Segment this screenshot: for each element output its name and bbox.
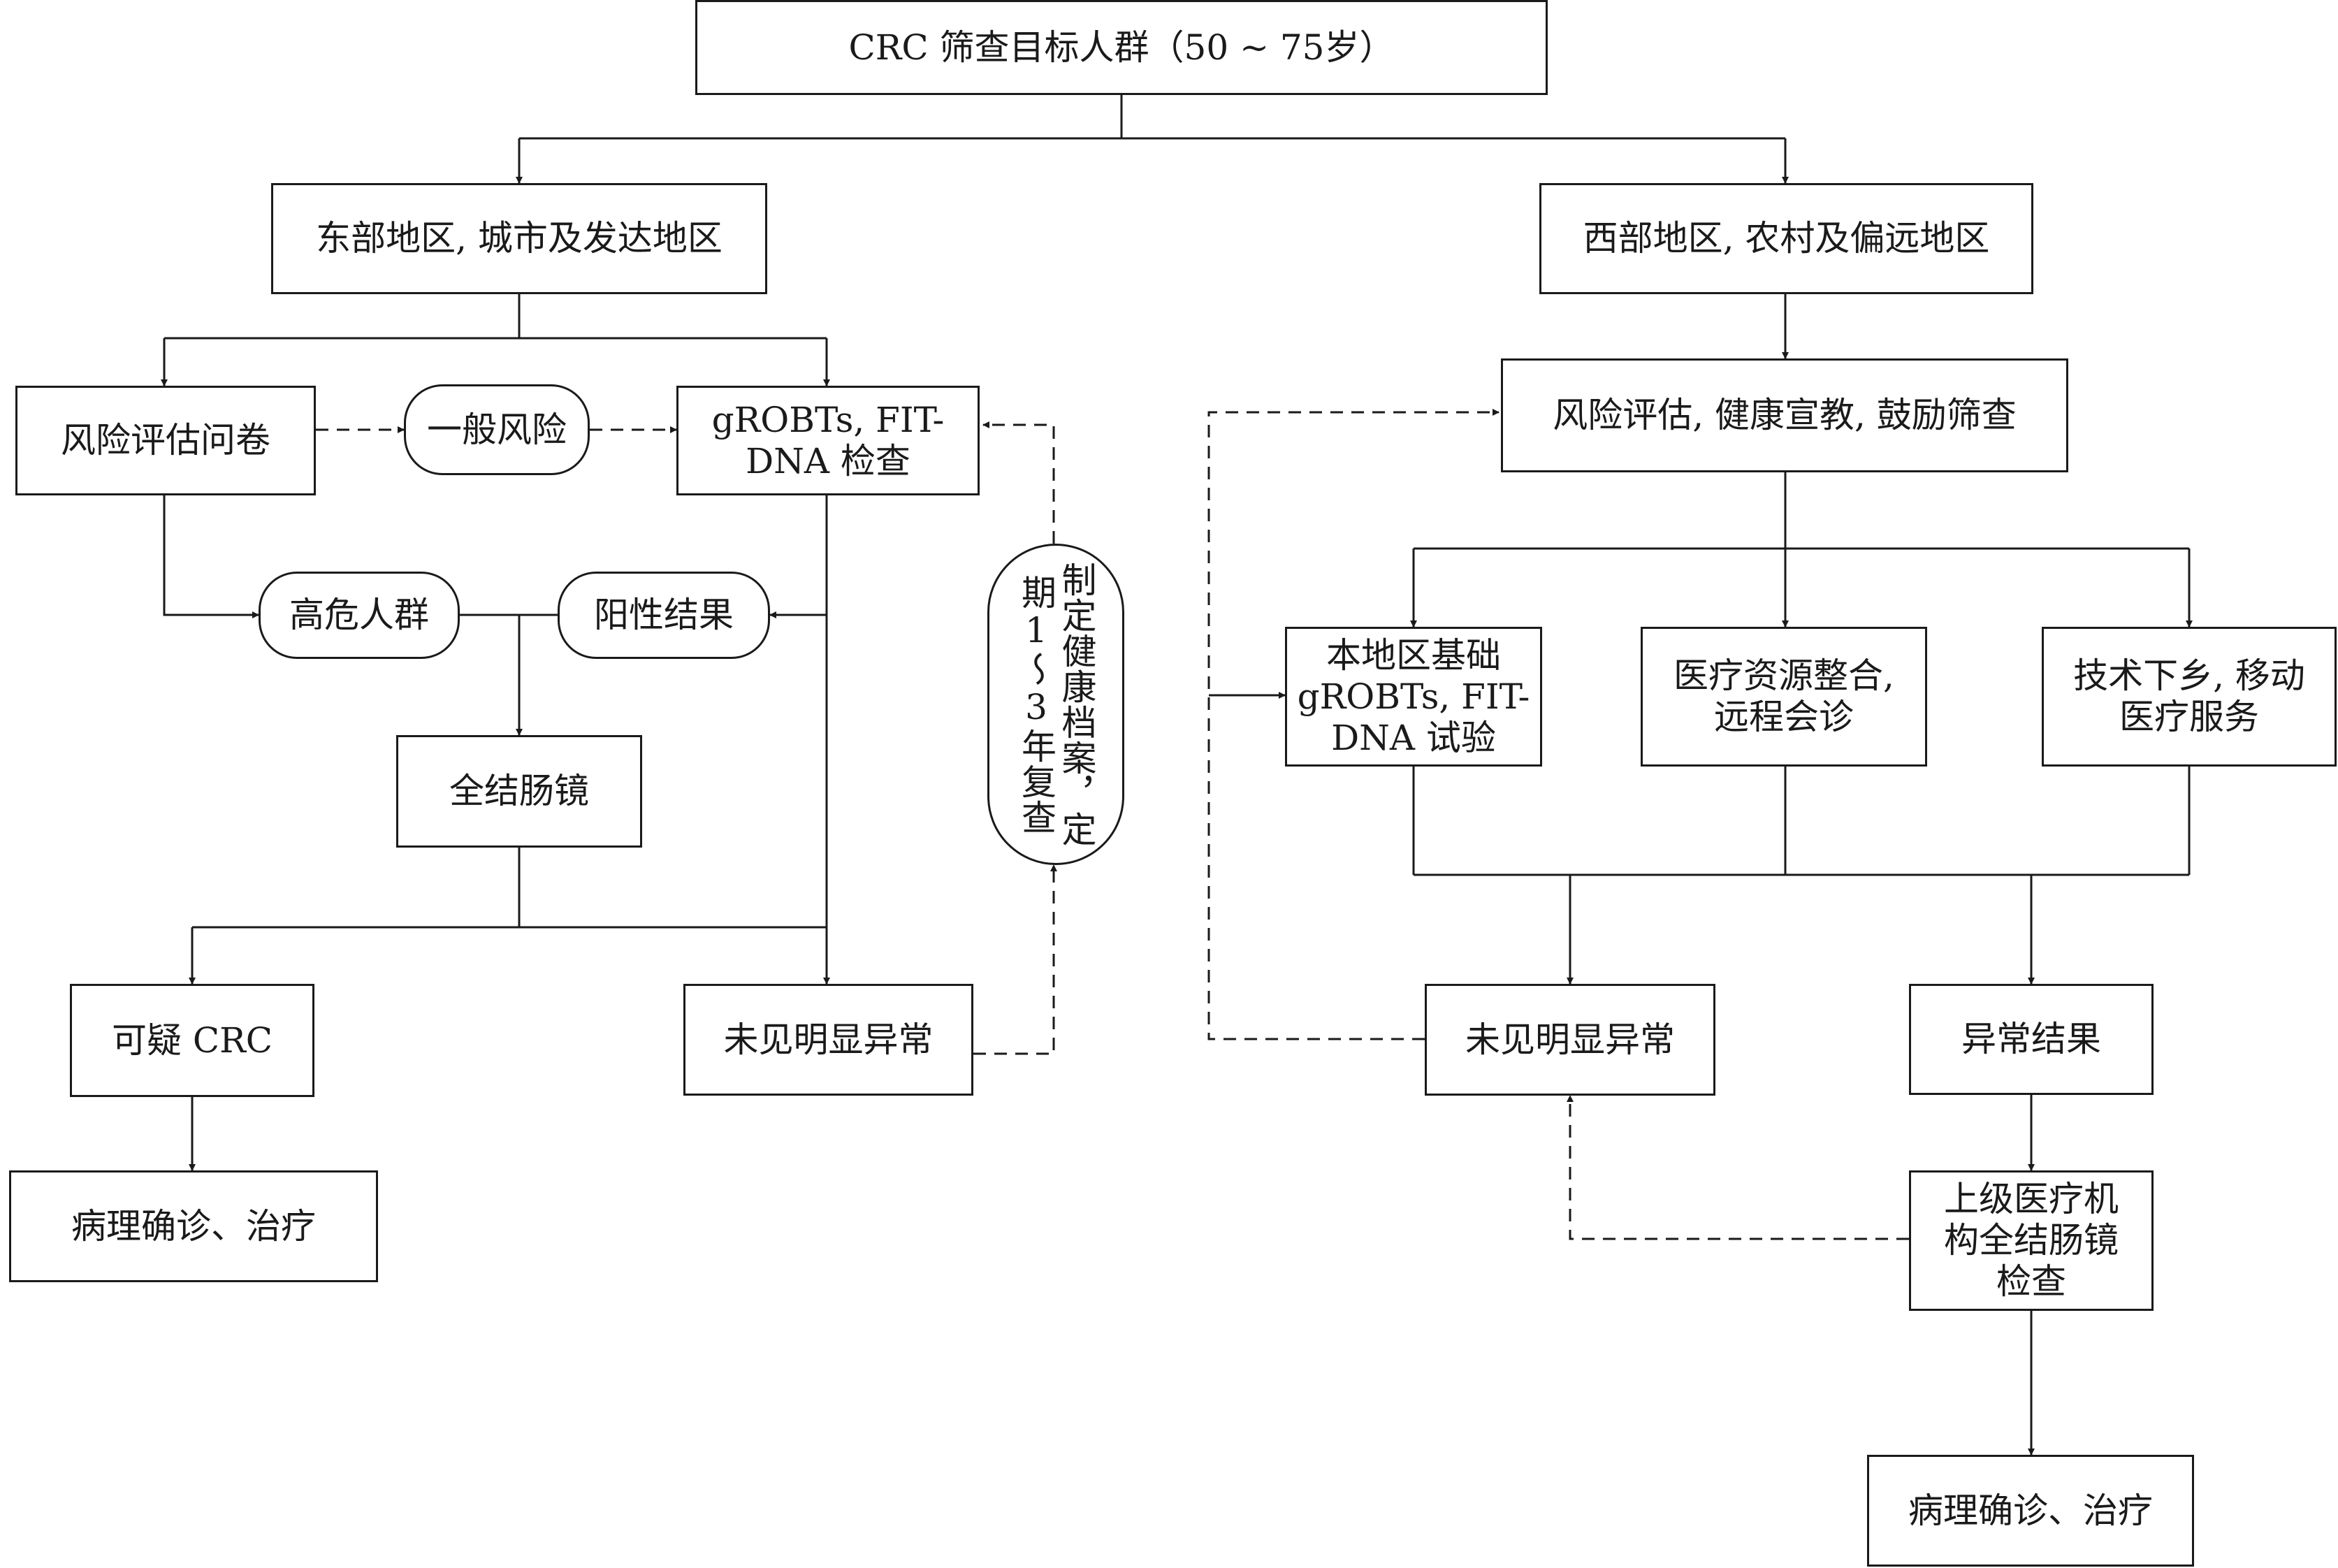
general-risk-label: 一般风险 [427, 409, 567, 450]
suspect-crc-box: 可疑 CRC [70, 984, 314, 1097]
resource-integration-box: 医疗资源整合, 远程会诊 [1641, 627, 1927, 767]
health-record-pill: 制定健康档案，定期1～3年复查 [987, 544, 1124, 865]
positive-result-label: 阳性结果 [594, 595, 734, 635]
abnormal-west-box: 异常结果 [1909, 984, 2154, 1095]
no-abnormal-east-box: 未见明显异常 [683, 984, 973, 1096]
target-population-label: CRC 筛查目标人群（50 ~ 75岁） [848, 27, 1395, 68]
risk-questionnaire-box: 风险评估问卷 [15, 386, 316, 495]
grobt-east-label: gROBTs, FIT- DNA 检查 [711, 399, 945, 481]
east-region-label: 东部地区, 城市及发达地区 [316, 218, 723, 259]
colonoscopy-east-label: 全结肠镜 [449, 771, 589, 811]
high-risk-pill: 高危人群 [259, 572, 460, 659]
positive-result-pill: 阳性结果 [558, 572, 770, 659]
pathology-east-box: 病理确诊、治疗 [9, 1170, 378, 1282]
west-region-label: 西部地区, 农村及偏远地区 [1583, 218, 1990, 259]
general-risk-pill: 一般风险 [404, 384, 590, 475]
pathology-west-box: 病理确诊、治疗 [1867, 1455, 2194, 1567]
no-abnormal-west-label: 未见明显异常 [1465, 1019, 1675, 1060]
tech-service-box: 技术下乡, 移动 医疗服务 [2042, 627, 2337, 767]
local-test-box: 本地区基础 gROBTs, FIT- DNA 试验 [1285, 627, 1542, 767]
health-record-label: 制定健康档案，定期1～3年复查 [1016, 562, 1097, 847]
resource-integration-label: 医疗资源整合, 远程会诊 [1673, 655, 1894, 737]
risk-education-box: 风险评估, 健康宣教, 鼓励筛查 [1501, 358, 2068, 472]
tech-service-label: 技术下乡, 移动 医疗服务 [2073, 655, 2305, 737]
grobt-east-box: gROBTs, FIT- DNA 检查 [676, 386, 980, 495]
pathology-west-label: 病理确诊、治疗 [1908, 1490, 2153, 1531]
dashed-arrow-to-health-record [973, 864, 1057, 1055]
risk-questionnaire-label: 风险评估问卷 [61, 420, 270, 460]
east-region-box: 东部地区, 城市及发达地区 [271, 183, 767, 294]
high-risk-label: 高危人群 [289, 595, 429, 635]
abnormal-west-label: 异常结果 [1961, 1019, 2101, 1059]
arrow-to-high-risk [163, 495, 259, 618]
dashed-arrow-record-to-grobt [982, 421, 1055, 544]
dashed-arrow-loop-to-risk [1207, 409, 1500, 1040]
risk-education-label: 风险评估, 健康宣教, 鼓励筛查 [1553, 395, 2017, 435]
local-test-label: 本地区基础 gROBTs, FIT- DNA 试验 [1297, 634, 1530, 758]
upper-hospital-label: 上级医疗机 构全结肠镜 检查 [1944, 1179, 2119, 1302]
suspect-crc-label: 可疑 CRC [111, 1019, 273, 1061]
dashed-arrow-upper-to-normal [1567, 1095, 1909, 1240]
pathology-east-label: 病理确诊、治疗 [71, 1205, 316, 1247]
target-population-box: CRC 筛查目标人群（50 ~ 75岁） [695, 0, 1548, 95]
colonoscopy-east-box: 全结肠镜 [396, 735, 642, 848]
upper-hospital-box: 上级医疗机 构全结肠镜 检查 [1909, 1170, 2154, 1311]
west-region-box: 西部地区, 农村及偏远地区 [1539, 183, 2033, 294]
no-abnormal-east-label: 未见明显异常 [723, 1019, 934, 1060]
no-abnormal-west-box: 未见明显异常 [1425, 984, 1715, 1096]
